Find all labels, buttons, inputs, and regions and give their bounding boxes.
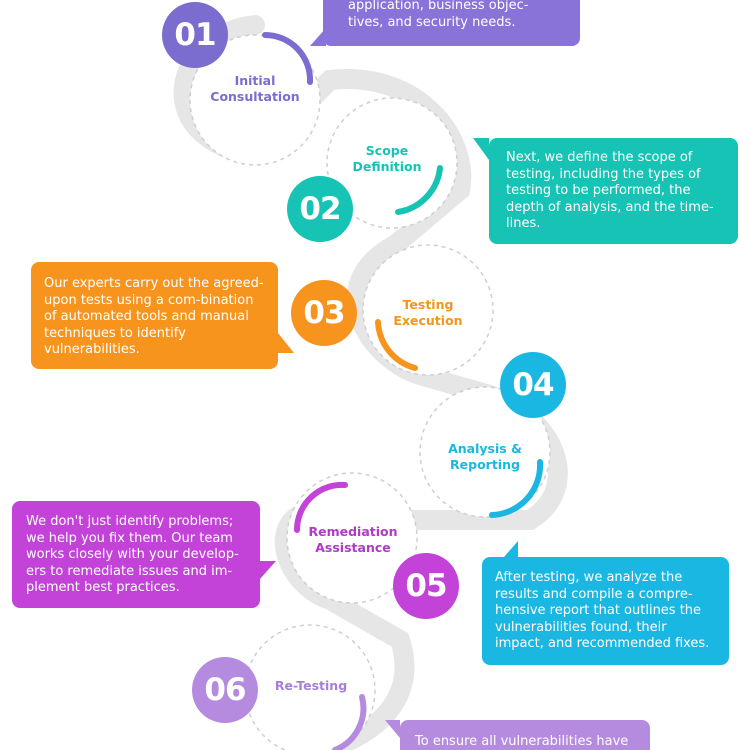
step-05-number: 05 bbox=[393, 553, 459, 619]
step-05-bubble: We don't just identify problems; we help… bbox=[12, 501, 276, 608]
step-02-text: Next, we define the scope of testing, in… bbox=[506, 150, 714, 231]
step-05-circle bbox=[286, 472, 418, 604]
step-01-circle bbox=[189, 34, 321, 166]
step-04-number: 04 bbox=[500, 352, 566, 418]
step-04-arc bbox=[489, 459, 544, 518]
step-01-text: application, business objec- tives, and … bbox=[348, 0, 529, 30]
step-04-circle bbox=[419, 386, 551, 518]
step-03-arc bbox=[375, 319, 418, 371]
step-06-title: Re-Testing bbox=[274, 678, 348, 693]
step-01-bubble: application, business objec- tives, and … bbox=[310, 0, 580, 46]
step-01-title: Initial Consultation bbox=[210, 73, 300, 104]
step-02-bubble: Next, we define the scope of testing, in… bbox=[473, 138, 738, 244]
step-06-number: 06 bbox=[192, 657, 258, 723]
step-03-title: Testing Execution bbox=[393, 297, 463, 328]
step-02-number: 02 bbox=[287, 176, 353, 242]
step-04-bubble: After testing, we analyze the results an… bbox=[482, 541, 729, 665]
step-05-title: Remediation Assistance bbox=[308, 524, 398, 555]
step-06-bubble: To ensure all vulnerabilities have bbox=[385, 720, 650, 750]
step-01-arc bbox=[262, 31, 314, 85]
step-06-text: To ensure all vulnerabilities have bbox=[415, 734, 629, 749]
step-02-arc bbox=[395, 165, 443, 215]
step-06-arc bbox=[332, 694, 367, 750]
step-04-text: After testing, we analyze the results an… bbox=[495, 570, 710, 651]
step-03-text: Our experts carry out the agreed-upon te… bbox=[44, 276, 264, 357]
step-01-number: 01 bbox=[162, 2, 228, 68]
step-03-circle bbox=[362, 244, 494, 376]
step-03-bubble: Our experts carry out the agreed-upon te… bbox=[31, 262, 294, 369]
step-03-number: 03 bbox=[291, 280, 357, 346]
step-05-text: We don't just identify problems; we help… bbox=[26, 514, 239, 595]
step-05-arc bbox=[293, 481, 348, 533]
step-04-title: Analysis & Reporting bbox=[448, 441, 522, 472]
step-02-title: Scope Definition bbox=[352, 143, 422, 174]
